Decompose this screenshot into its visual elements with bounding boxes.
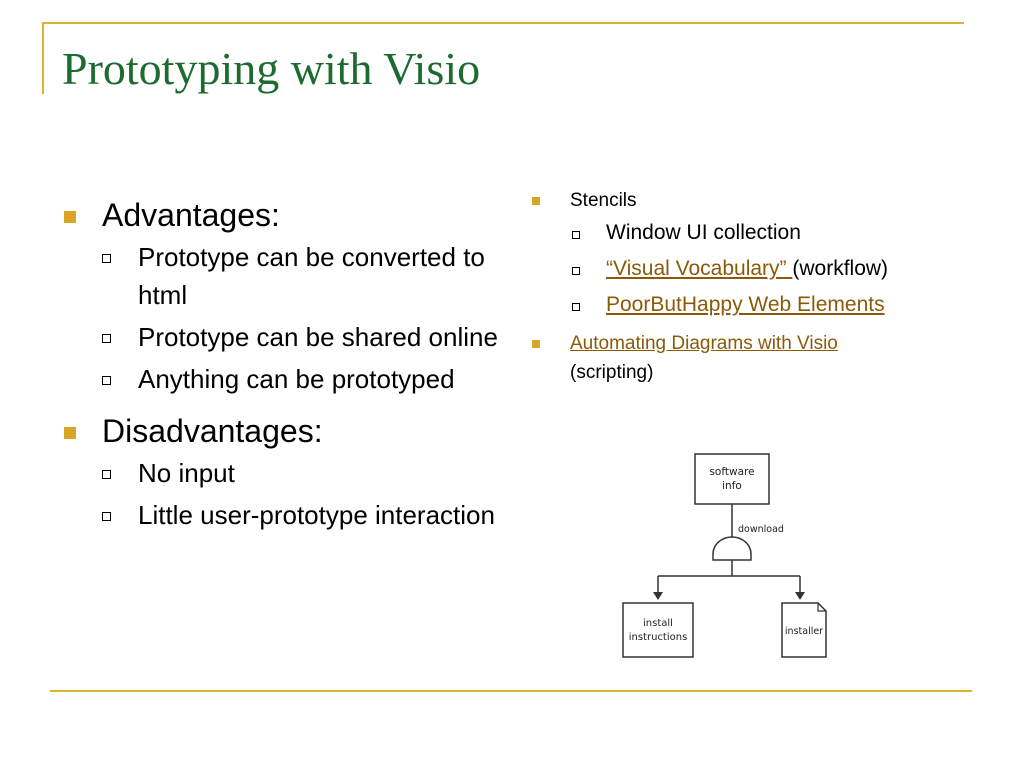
square-bullet-icon (532, 340, 540, 348)
list-item: Prototype can be converted to html (62, 238, 502, 314)
list-item-disadvantages: Disadvantages: (62, 412, 502, 450)
download-label: download (738, 524, 784, 535)
and-gate-shape (712, 536, 752, 561)
software-info-box (694, 453, 770, 505)
automating-diagrams-link[interactable]: Automating Diagrams with Visio (570, 333, 838, 354)
poorbuthappy-link[interactable]: PoorButHappy Web Elements (606, 293, 885, 316)
list-item: Window UI collection (530, 215, 970, 251)
square-bullet-icon (64, 427, 76, 439)
advantage-text: Prototype can be converted to html (138, 242, 485, 310)
checkbox-bullet-icon (102, 470, 111, 479)
checkbox-bullet-icon (572, 267, 580, 275)
install-instructions-box (622, 602, 694, 658)
checkbox-bullet-icon (572, 231, 580, 239)
disadvantage-text: No input (138, 458, 235, 488)
stencils-column: Stencils Window UI collection “Visual Vo… (530, 186, 970, 387)
checkbox-bullet-icon (102, 512, 111, 521)
advantage-text: Anything can be prototyped (138, 364, 455, 394)
right-box-label: installer (785, 626, 823, 637)
left-rule (42, 22, 44, 94)
stencil-note: (workflow) (792, 257, 889, 280)
top-rule (42, 22, 964, 24)
list-item-automating: Automating Diagrams with Visio (scriptin… (530, 329, 970, 387)
slide-title: Prototyping with Visio (62, 43, 481, 94)
square-bullet-icon (532, 197, 540, 205)
list-item: Prototype can be shared online (62, 318, 502, 356)
square-bullet-icon (64, 211, 76, 223)
workflow-diagram: software info download install instructi… (622, 453, 827, 658)
list-item: “Visual Vocabulary” (workflow) (530, 251, 970, 287)
advantages-column: Advantages: Prototype can be converted t… (62, 190, 502, 534)
list-item-stencils: Stencils (530, 186, 970, 215)
disadvantages-heading: Disadvantages: (102, 413, 323, 449)
stencil-text: Window UI collection (606, 221, 801, 244)
list-item: Little user-prototype interaction (62, 496, 502, 534)
advantages-heading: Advantages: (102, 197, 280, 233)
checkbox-bullet-icon (572, 303, 580, 311)
disadvantage-text: Little user-prototype interaction (138, 500, 495, 530)
checkbox-bullet-icon (102, 334, 111, 343)
arrow-left-icon (653, 592, 663, 600)
arrow-right-icon (795, 592, 805, 600)
list-item: No input (62, 454, 502, 492)
left-box-line-2: instructions (629, 632, 688, 643)
top-box-line-1: software (709, 466, 754, 478)
automating-note: (scripting) (570, 362, 654, 383)
advantage-text: Prototype can be shared online (138, 322, 498, 352)
top-box-line-2: info (722, 480, 742, 492)
visual-vocabulary-link[interactable]: “Visual Vocabulary” (606, 257, 793, 280)
stencils-heading: Stencils (570, 190, 637, 211)
checkbox-bullet-icon (102, 254, 111, 263)
left-box-line-1: install (643, 618, 673, 629)
bottom-rule (50, 690, 972, 692)
list-item: PoorButHappy Web Elements (530, 287, 970, 323)
checkbox-bullet-icon (102, 376, 111, 385)
list-item-advantages: Advantages: (62, 196, 502, 234)
list-item: Anything can be prototyped (62, 360, 502, 398)
installer-document-shape (781, 602, 827, 658)
